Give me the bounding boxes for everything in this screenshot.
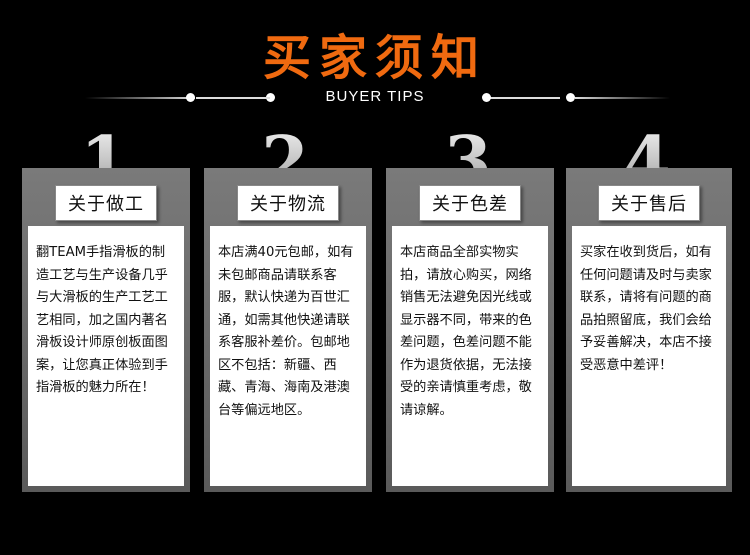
divider-right bbox=[575, 97, 670, 99]
card-body: 买家在收到货后，如有任何问题请及时与卖家联系，请将有问题的商品拍照留底，我们会给… bbox=[572, 226, 726, 486]
card-logistics: 本店满40元包邮，如有未包邮商品请联系客服，默认快递为百世汇通，如需其他快递请联… bbox=[204, 168, 372, 492]
page-subtitle: BUYER TIPS bbox=[325, 88, 425, 105]
divider-dot-left-inner bbox=[266, 93, 275, 102]
card-label: 关于物流 bbox=[237, 185, 339, 221]
card-body: 本店商品全部实物实拍，请放心购买，网络销售无法避免因光线或显示器不同，带来的色差… bbox=[392, 226, 548, 486]
card-label: 关于做工 bbox=[55, 185, 157, 221]
card-text: 买家在收到货后，如有任何问题请及时与卖家联系，请将有问题的商品拍照留底，我们会给… bbox=[580, 245, 712, 373]
card-after-sales: 买家在收到货后，如有任何问题请及时与卖家联系，请将有问题的商品拍照留底，我们会给… bbox=[566, 168, 732, 492]
divider-left-inner bbox=[196, 97, 270, 99]
divider-right-inner bbox=[486, 97, 560, 99]
card-text: 本店满40元包邮，如有未包邮商品请联系客服，默认快递为百世汇通，如需其他快递请联… bbox=[218, 245, 354, 418]
card-body: 翻TEAM手指滑板的制造工艺与生产设备几乎与大滑板的生产工艺工艺相同，加之国内著… bbox=[28, 226, 184, 486]
divider-dot-left bbox=[186, 93, 195, 102]
card-text: 本店商品全部实物实拍，请放心购买，网络销售无法避免因光线或显示器不同，带来的色差… bbox=[400, 245, 532, 418]
divider-dot-right-inner bbox=[482, 93, 491, 102]
card-workmanship: 翻TEAM手指滑板的制造工艺与生产设备几乎与大滑板的生产工艺工艺相同，加之国内著… bbox=[22, 168, 190, 492]
divider-left bbox=[85, 97, 195, 99]
card-label: 关于售后 bbox=[598, 185, 700, 221]
card-color-difference: 本店商品全部实物实拍，请放心购买，网络销售无法避免因光线或显示器不同，带来的色差… bbox=[386, 168, 554, 492]
card-label: 关于色差 bbox=[419, 185, 521, 221]
card-text: 翻TEAM手指滑板的制造工艺与生产设备几乎与大滑板的生产工艺工艺相同，加之国内著… bbox=[36, 245, 168, 395]
page-title: 买家须知 bbox=[262, 30, 487, 86]
subtitle-row: BUYER TIPS bbox=[0, 88, 750, 108]
card-body: 本店满40元包邮，如有未包邮商品请联系客服，默认快递为百世汇通，如需其他快递请联… bbox=[210, 226, 366, 486]
divider-dot-right bbox=[566, 93, 575, 102]
